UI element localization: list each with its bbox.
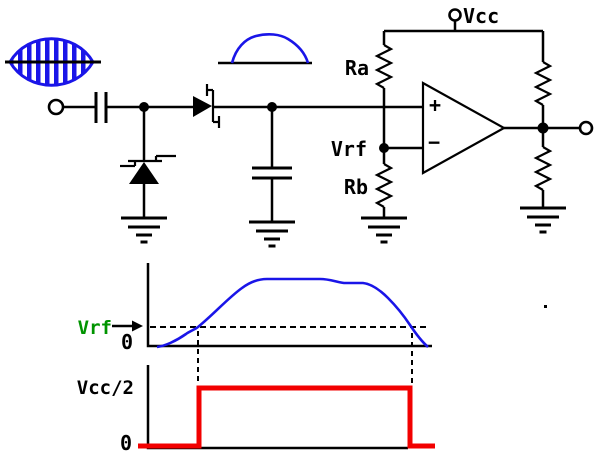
vrf-plot-zero-label: 0: [121, 330, 133, 354]
pulldown-resistor: [534, 145, 552, 192]
vcc2-axis-label: Vcc/2: [77, 377, 134, 399]
ground-symbol: [359, 216, 409, 244]
resistor-ra: [375, 43, 393, 90]
ground-symbol: [518, 206, 568, 234]
vrf-waveform-plot: Vrf 0: [78, 263, 432, 384]
envelope-signal-curve: [156, 277, 429, 349]
vrf-node-label: Vrf: [331, 137, 367, 161]
opamp-comparator: + −: [421, 81, 507, 175]
vrf-plot-axes: [146, 263, 432, 348]
opamp-plus-sign: +: [429, 93, 441, 117]
modulated-rf-signal-icon: [5, 37, 101, 87]
ground-symbol: [119, 216, 169, 244]
coupling-capacitor: [94, 92, 108, 123]
vrf-level-arrow-icon: [112, 320, 143, 332]
output-pulse-waveform: [138, 385, 435, 449]
output-junction-dot: [537, 122, 549, 134]
shunt-schottky-diode: [120, 154, 176, 184]
vcc-label: Vcc: [463, 4, 499, 28]
opamp-minus-sign: −: [428, 130, 440, 154]
opamp-triangle: [421, 81, 507, 175]
pullup-resistor: [534, 60, 552, 107]
filter-capacitor: [252, 166, 292, 180]
envelope-dome-curve: [230, 33, 310, 64]
schematic-wires: [63, 20, 580, 223]
junction-dot: [267, 102, 277, 112]
detected-envelope-icon: [218, 33, 312, 65]
output-plot-axes: [146, 365, 408, 450]
ra-label: Ra: [345, 56, 369, 80]
output-waveform-plot: Vcc/2 0: [77, 365, 435, 455]
rb-label: Rb: [344, 175, 368, 199]
resistor-rb: [375, 162, 393, 209]
vcc-terminal: [448, 8, 462, 22]
am-demodulator-schematic: Vcc: [5, 4, 594, 248]
series-schottky-diode: [193, 84, 221, 128]
ground-symbol: [247, 220, 297, 248]
output-terminal: [578, 120, 594, 136]
vrf-junction-dot: [379, 143, 389, 153]
vrf-axis-label: Vrf: [78, 317, 112, 339]
stray-dot-artifact: [544, 305, 547, 308]
junction-dot: [139, 102, 149, 112]
input-terminal: [47, 98, 65, 116]
output-plot-zero-label: 0: [120, 431, 132, 455]
